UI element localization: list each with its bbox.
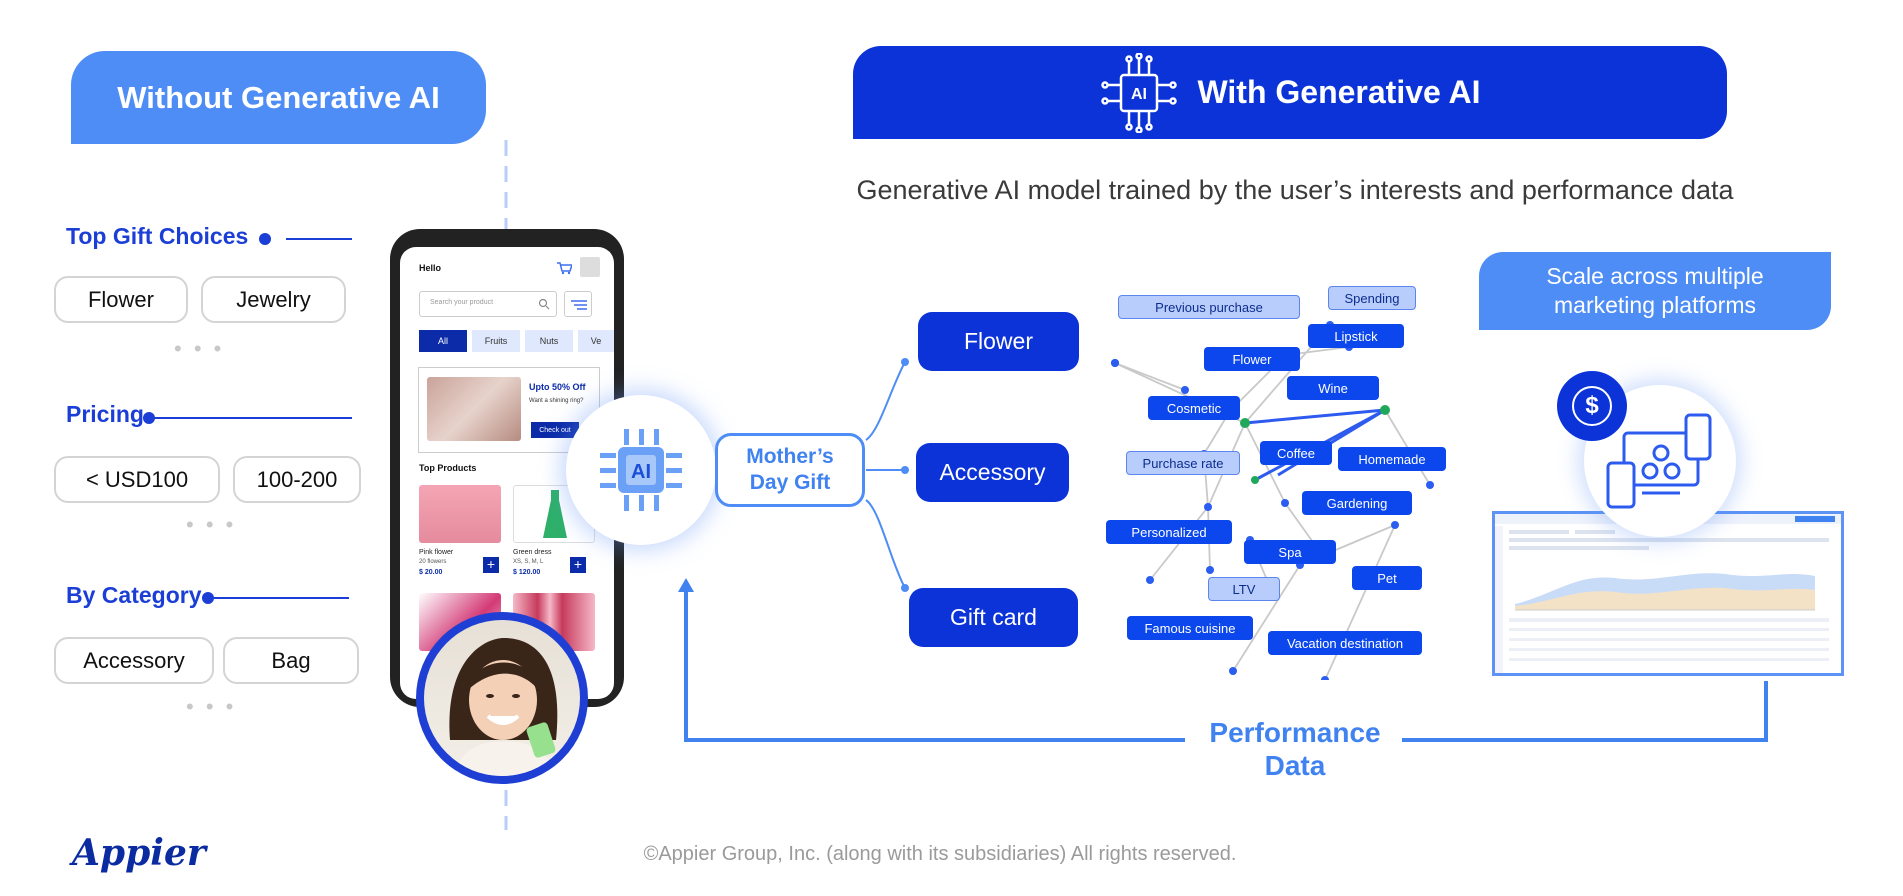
option-accessory[interactable]: Accessory xyxy=(54,637,214,684)
tag-spending: Spending xyxy=(1328,286,1416,310)
tag-pet: Pet xyxy=(1352,566,1422,590)
scale-line2: marketing platforms xyxy=(1554,292,1756,318)
tag-vacation-destination: Vacation destination xyxy=(1268,631,1422,655)
option-100-200[interactable]: 100-200 xyxy=(233,456,361,503)
tag-personalized: Personalized xyxy=(1106,520,1232,544)
top-products-title: Top Products xyxy=(419,463,477,473)
dashboard-screenshot xyxy=(1492,511,1844,676)
woman-avatar-icon xyxy=(449,638,558,776)
section-title-top-gift: Top Gift Choices xyxy=(66,223,249,249)
dashboard-chart-icon xyxy=(1495,514,1841,673)
performance-line1: Performance xyxy=(1209,717,1381,748)
product-image-flower[interactable] xyxy=(419,485,501,543)
performance-data-label: Performance Data xyxy=(1190,716,1400,782)
chip-fruits[interactable]: Fruits xyxy=(472,330,520,352)
scale-platforms-box: Scale across multiple marketing platform… xyxy=(1479,252,1831,330)
filter-button[interactable] xyxy=(564,291,592,317)
with-ai-header: AI With Generative AI xyxy=(853,46,1727,139)
check-out-button[interactable]: Check out xyxy=(531,422,579,438)
phone-search-input[interactable]: Search your product xyxy=(419,291,557,317)
cart-icon[interactable] xyxy=(556,261,572,275)
ai-subtitle: Generative AI model trained by the user’… xyxy=(856,175,1734,205)
chip-nuts[interactable]: Nuts xyxy=(525,330,573,352)
more-dots: • • • xyxy=(186,694,237,719)
option-under-100[interactable]: < USD100 xyxy=(54,456,220,503)
tag-gardening: Gardening xyxy=(1302,491,1412,515)
tag-ltv: LTV xyxy=(1208,577,1280,601)
scale-line1: Scale across multiple xyxy=(1546,263,1764,289)
option-flower[interactable]: Flower xyxy=(54,276,188,323)
section-title-pricing: Pricing xyxy=(66,401,144,427)
phone-greeting: Hello xyxy=(419,263,442,273)
add-to-cart-button[interactable]: + xyxy=(483,557,499,573)
copyright-footer: ©Appier Group, Inc. (along with its subs… xyxy=(643,843,1237,865)
profile-icon[interactable] xyxy=(580,257,600,277)
mothers-day-line1: Mother’s xyxy=(746,445,834,468)
option-jewelry[interactable]: Jewelry xyxy=(201,276,346,323)
chip-all[interactable]: All xyxy=(419,330,467,352)
ai-chip-icon: AI xyxy=(600,429,682,511)
without-ai-header: Without Generative AI xyxy=(71,51,486,144)
tag-homemade: Homemade xyxy=(1338,447,1446,471)
tag-spa: Spa xyxy=(1244,540,1336,564)
multi-device-icon xyxy=(1606,413,1712,509)
branch-flower[interactable]: Flower xyxy=(918,312,1079,371)
mothers-day-line2: Day Gift xyxy=(749,471,831,494)
search-icon xyxy=(538,298,550,310)
section-title-category: By Category xyxy=(66,582,202,608)
section-line-pricing xyxy=(143,412,352,424)
svg-text:AI: AI xyxy=(1131,86,1147,103)
branch-accessory[interactable]: Accessory xyxy=(916,443,1069,502)
user-avatar xyxy=(424,620,580,776)
tag-flower: Flower xyxy=(1204,347,1300,371)
dress-icon xyxy=(543,490,567,538)
branch-gift-card[interactable]: Gift card xyxy=(909,588,1078,647)
ai-engine-circle: AI xyxy=(566,395,716,545)
product-price: $ 120.00 xyxy=(513,569,541,576)
product-name: Pink flower xyxy=(419,549,454,556)
tag-coffee: Coffee xyxy=(1260,441,1332,465)
chip-veg[interactable]: Ve xyxy=(578,330,614,352)
tag-lipstick: Lipstick xyxy=(1308,324,1404,348)
product-detail: XS, S, M, L xyxy=(513,559,544,565)
with-ai-header-label: With Generative AI xyxy=(1197,74,1481,110)
filter-icon xyxy=(571,300,587,310)
dollar-icon: $ xyxy=(1572,386,1612,426)
tag-purchase-rate: Purchase rate xyxy=(1126,451,1240,475)
svg-text:AI: AI xyxy=(631,461,651,483)
promo-sub: Want a shining ring? xyxy=(529,398,584,404)
phone-search-placeholder: Search your product xyxy=(430,299,494,306)
promo-title: Upto 50% Off xyxy=(529,382,586,392)
ring-image xyxy=(427,377,521,441)
tag-cosmetic: Cosmetic xyxy=(1148,396,1240,420)
ai-chip-icon: AI xyxy=(1101,52,1178,133)
tag-wine: Wine xyxy=(1287,376,1379,400)
tag-previous-purchase: Previous purchase xyxy=(1118,295,1300,319)
section-line-top-gift xyxy=(259,233,352,245)
product-detail: 20 flowers xyxy=(419,559,447,565)
section-line-category xyxy=(202,592,349,604)
option-bag[interactable]: Bag xyxy=(223,637,359,684)
product-price: $ 20.00 xyxy=(419,569,443,576)
product-name: Green dress xyxy=(513,549,552,556)
performance-line2: Data xyxy=(1264,750,1326,781)
mothers-day-gift-node: Mother’s Day Gift xyxy=(715,433,865,507)
add-to-cart-button[interactable]: + xyxy=(570,557,586,573)
more-dots: • • • xyxy=(174,336,225,361)
more-dots: • • • xyxy=(186,512,237,537)
appier-logo: Appier xyxy=(72,832,206,874)
tag-famous-cuisine: Famous cuisine xyxy=(1127,616,1253,640)
dollar-badge: $ xyxy=(1557,371,1627,441)
